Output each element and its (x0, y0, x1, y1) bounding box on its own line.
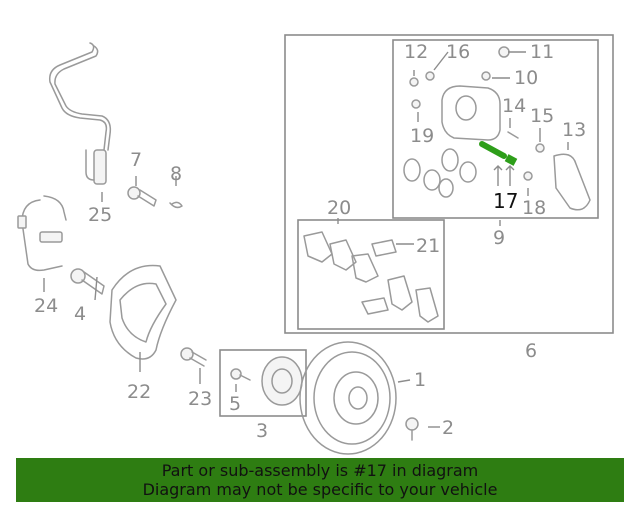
guide-pin-part-17 (479, 141, 518, 166)
label-18: 18 (522, 197, 546, 219)
label-11: 11 (530, 41, 554, 63)
label-13: 13 (562, 119, 586, 141)
label-4: 4 (74, 303, 86, 325)
label-10: 10 (514, 67, 538, 89)
bolt-part-23 (180, 347, 207, 367)
label-21: 21 (416, 235, 440, 257)
brake-pads-part (303, 231, 439, 323)
bolt-part-4 (70, 268, 105, 295)
label-20: 20 (327, 197, 351, 219)
assembly-box-6 (284, 34, 614, 334)
info-banner: Part or sub-assembly is #17 in diagram D… (16, 458, 624, 502)
label-2: 2 (442, 417, 454, 439)
brake-hose-part (48, 42, 112, 185)
banner-line-1: Part or sub-assembly is #17 in diagram (161, 461, 479, 480)
label-24: 24 (34, 295, 58, 317)
label-23: 23 (188, 388, 212, 410)
label-16: 16 (446, 41, 470, 63)
bolt-part-7 (127, 186, 157, 207)
label-5: 5 (229, 393, 241, 415)
label-17: 17 (493, 189, 518, 213)
caliper-box-9 (392, 39, 599, 219)
parts-diagram: 1 2 3 4 5 6 7 8 9 10 11 12 13 14 15 16 1… (17, 34, 614, 455)
label-6: 6 (525, 340, 537, 362)
label-7: 7 (130, 149, 142, 171)
clip-part-8 (169, 201, 183, 209)
speed-sensor-part (17, 195, 67, 272)
label-8: 8 (170, 163, 182, 185)
bolt-part-2 (405, 417, 419, 441)
caliper-part (403, 46, 591, 211)
label-25: 25 (88, 204, 112, 226)
label-19: 19 (410, 125, 434, 147)
hub-part (230, 356, 303, 406)
dust-shield-part (109, 264, 177, 360)
label-1: 1 (414, 369, 426, 391)
hub-box-3 (219, 349, 307, 417)
label-3: 3 (256, 420, 268, 442)
pad-box-20 (297, 219, 445, 330)
label-9: 9 (493, 227, 505, 249)
label-22: 22 (127, 381, 151, 403)
label-15: 15 (530, 105, 554, 127)
banner-line-2: Diagram may not be specific to your vehi… (142, 480, 498, 499)
rotor-part (299, 341, 397, 455)
leader-lines (43, 51, 569, 428)
label-12: 12 (404, 41, 428, 63)
label-14: 14 (502, 95, 526, 117)
